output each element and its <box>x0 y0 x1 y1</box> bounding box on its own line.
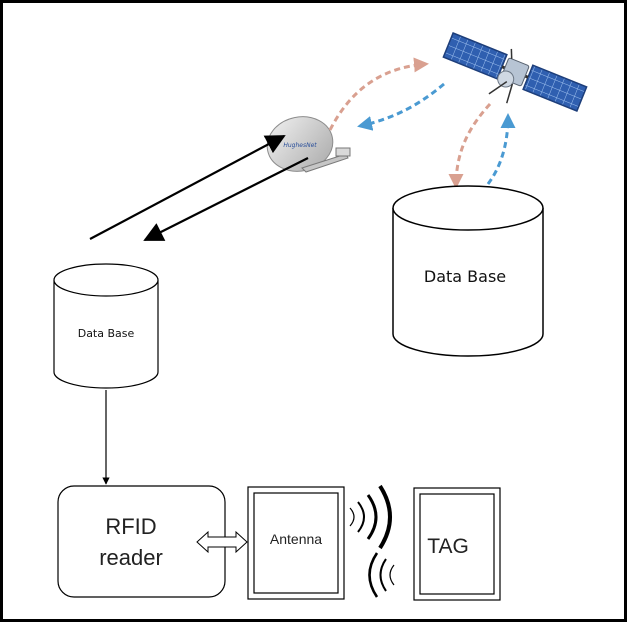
database-small-label: Data Base <box>78 327 135 340</box>
radio-wave-outgoing-icon <box>349 484 392 550</box>
radio-wave-incoming-icon <box>368 552 395 598</box>
antenna: Antenna <box>247 486 345 600</box>
reader-antenna-link <box>196 530 248 554</box>
satellite-dish-icon: HughesNet <box>266 116 351 173</box>
arrow-database-to-dish <box>89 135 286 240</box>
database-small: Data Base <box>53 263 159 389</box>
database-large-label: Data Base <box>424 267 506 286</box>
rfid-tag: TAG <box>413 487 501 601</box>
database-large: Data Base <box>392 185 544 357</box>
rfid-reader-label-line1: RFID <box>105 514 156 539</box>
antenna-label: Antenna <box>270 531 322 547</box>
dish-brand-label: HughesNet <box>283 142 317 149</box>
uplink-dish-to-satellite <box>328 57 429 131</box>
link-database-to-satellite <box>486 113 516 185</box>
satellite-icon <box>442 31 588 113</box>
downlink-satellite-to-dish <box>357 82 445 131</box>
tag-label: TAG <box>427 535 469 558</box>
rfid-reader-label-line2: reader <box>99 545 163 570</box>
arrow-dish-to-database <box>143 157 309 241</box>
link-satellite-to-database <box>448 102 492 189</box>
